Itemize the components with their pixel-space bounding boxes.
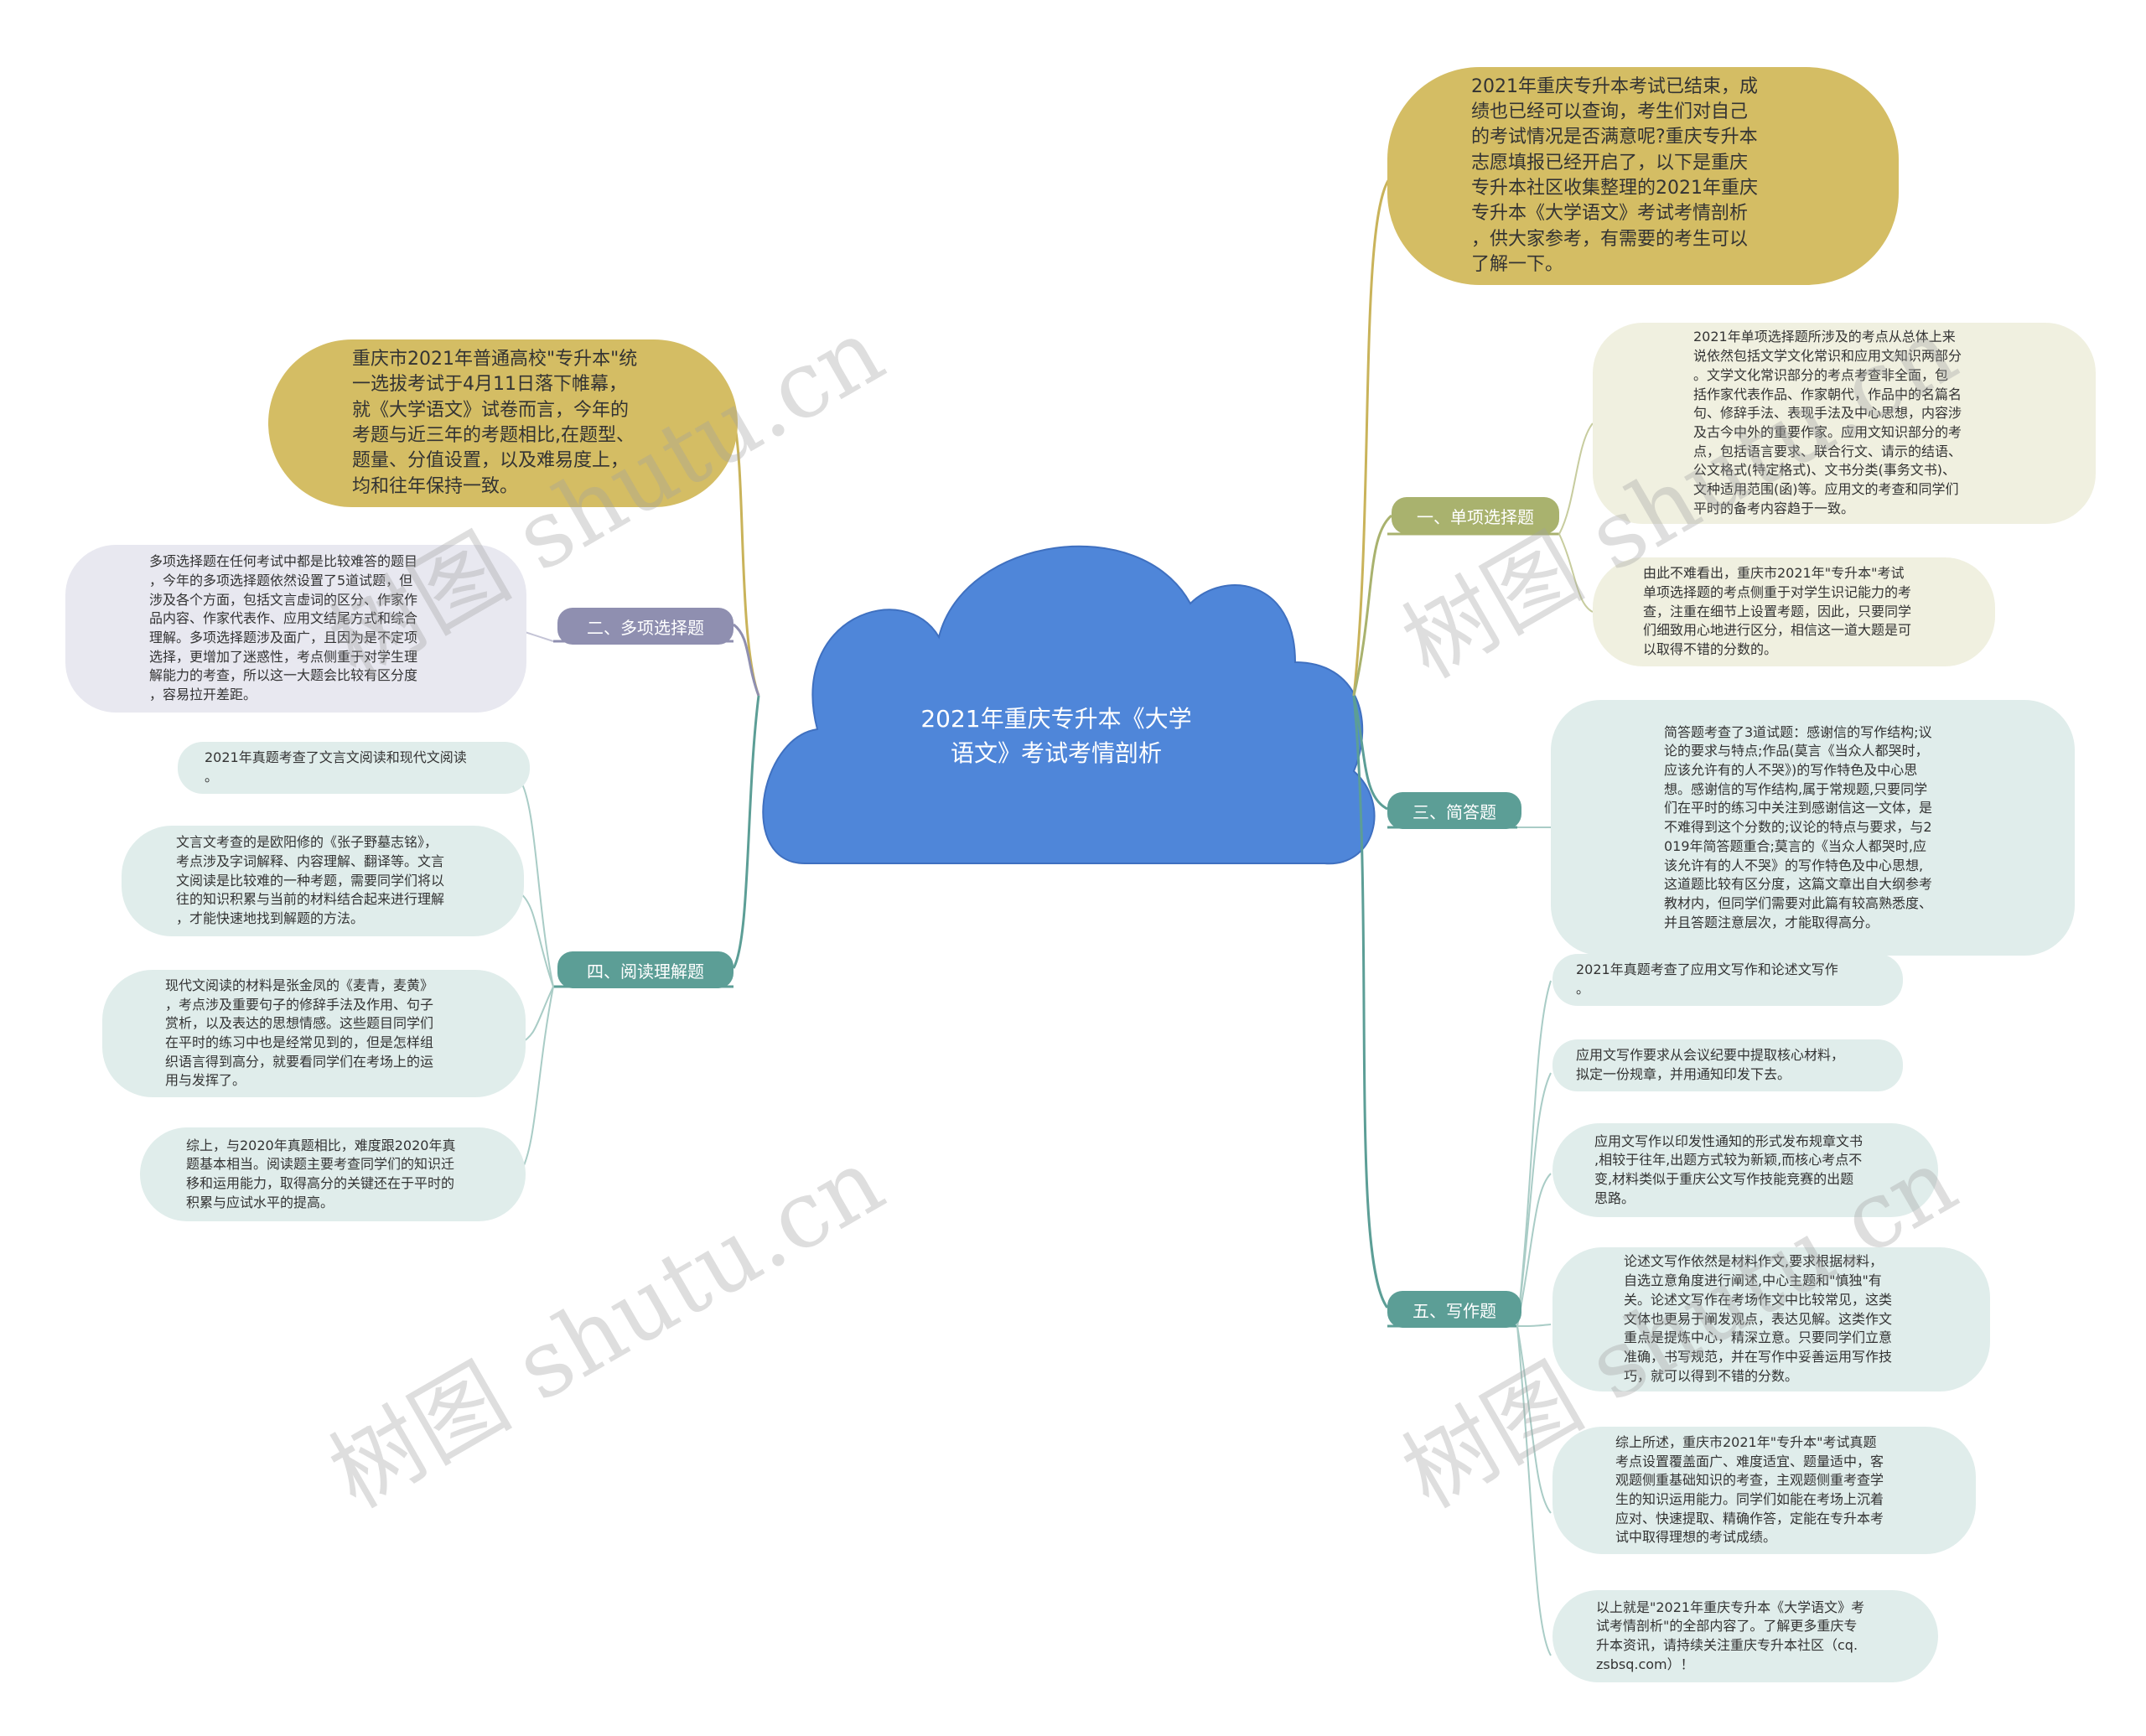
- intro-right-node[interactable]: 2021年重庆专升本考试已结束，成 绩也已经可以查询，考生们对自己 的考试情况是…: [1387, 67, 1899, 285]
- b4-leaf-3[interactable]: 现代文阅读的材料是张金凤的《麦青，麦黄》 ，考点涉及重要句子的修辞手法及作用、句…: [102, 970, 526, 1097]
- b5-leaf-4[interactable]: 论述文写作依然是材料作文,要求根据材料， 自选立意角度进行阐述,中心主题和"慎独…: [1552, 1247, 1990, 1391]
- b1-leaf-2[interactable]: 由此不难看出，重庆市2021年"专升本"考试 单项选择题的考点侧重于对学生识记能…: [1593, 557, 1995, 666]
- b4-leaf-1[interactable]: 2021年真题考查了文言文阅读和现代文阅读 。: [178, 742, 530, 794]
- intro-right-text: 2021年重庆专升本考试已结束，成 绩也已经可以查询，考生们对自己 的考试情况是…: [1471, 75, 1758, 276]
- intro-left-node[interactable]: 重庆市2021年普通高校"专升本"统 一选拔考试于4月11日落下帷幕， 就《大学…: [268, 339, 738, 507]
- b2-leaf-1[interactable]: 多项选择题在任何考试中都是比较难答的题目 ，今年的多项选择题依然设置了5道试题，…: [65, 545, 526, 713]
- b5-leaf-2[interactable]: 应用文写作要求从会议纪要中提取核心材料， 拟定一份规章，并用通知印发下去。: [1552, 1039, 1903, 1091]
- b5-leaf-5[interactable]: 综上所述，重庆市2021年"专升本"考试真题 考点设置覆盖面广、难度适宜、题量适…: [1552, 1427, 1976, 1554]
- intro-left-text: 重庆市2021年普通高校"专升本"统 一选拔考试于4月11日落下帷幕， 就《大学…: [352, 348, 638, 497]
- branch-multi-choice[interactable]: 二、多项选择题: [557, 608, 733, 645]
- root-title[interactable]: 2021年重庆专升本《大学 语文》考试考情剖析: [920, 705, 1192, 767]
- b3-leaf-1[interactable]: 简答题考查了3道试题：感谢信的写作结构;议 论的要求与特点;作品(莫言《当众人都…: [1551, 700, 2075, 956]
- branch-writing[interactable]: 五、写作题: [1387, 1291, 1521, 1328]
- root-cloud-shape: [762, 545, 1376, 865]
- b5-leaf-1[interactable]: 2021年真题考查了应用文写作和论述文写作 。: [1552, 954, 1903, 1006]
- branch-single-choice[interactable]: 一、单项选择题: [1392, 497, 1559, 534]
- b5-leaf-6[interactable]: 以上就是"2021年重庆专升本《大学语文》考 试考情剖析"的全部内容了。了解更多…: [1552, 1590, 1938, 1682]
- b4-leaf-2[interactable]: 文言文考查的是欧阳修的《张子野墓志铭》， 考点涉及字词解释、内容理解、翻译等。文…: [122, 826, 524, 936]
- b1-leaf-1[interactable]: 2021年单项选择题所涉及的考点从总体上来 说依然包括文学文化常识和应用文知识两…: [1593, 323, 2096, 524]
- branch-reading[interactable]: 四、阅读理解题: [557, 951, 733, 988]
- b5-leaf-3[interactable]: 应用文写作以印发性通知的形式发布规章文书 ,相较于往年,出题方式较为新颖,而核心…: [1552, 1123, 1938, 1217]
- branch-short-answer[interactable]: 三、简答题: [1387, 792, 1521, 829]
- b4-leaf-4[interactable]: 综上，与2020年真题相比，难度跟2020年真 题基本相当。阅读题主要考查同学们…: [140, 1127, 526, 1221]
